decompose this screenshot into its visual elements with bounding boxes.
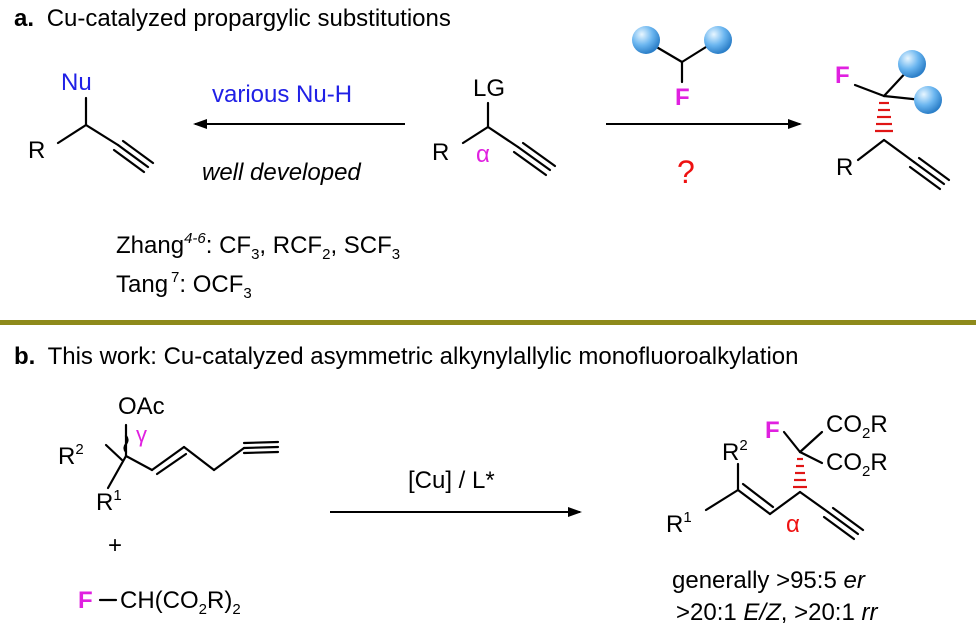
alpha-label-b: α xyxy=(786,511,800,538)
nu-product-structure xyxy=(56,96,155,174)
panel-b-title: This work: Cu-catalyzed asymmetric alkyn… xyxy=(48,343,799,370)
section-divider xyxy=(0,320,976,325)
reagent-b-f: F xyxy=(78,587,93,614)
sphere-icon xyxy=(898,50,926,78)
sphere-icon xyxy=(632,26,660,54)
left-reagent: various Nu-H xyxy=(212,81,352,108)
r1-label: R1 xyxy=(96,487,122,516)
alpha-label-a: α xyxy=(476,141,490,168)
selectivity-er: generally >95:5 er xyxy=(672,567,866,594)
fluoro-reagent-sketch xyxy=(632,26,732,84)
panel-b-heading: b. This work: Cu-catalyzed asymmetric al… xyxy=(14,343,798,370)
alkynylallylic-product-structure xyxy=(704,430,865,541)
plus-sign: + xyxy=(108,532,122,559)
panel-b-label: b. xyxy=(14,343,35,370)
sphere-icon xyxy=(914,86,942,114)
product-b-f: F xyxy=(765,417,780,444)
reagent-b-formula: CH(CO2R)2 xyxy=(120,587,241,618)
nu-label: Nu xyxy=(61,69,92,96)
conditions-label: [Cu] / L* xyxy=(408,467,495,494)
substrate-structure xyxy=(461,101,557,177)
ref-zhang: Zhang4-6: CF3, RCF2, SCF3 xyxy=(116,230,400,263)
co2r-lower: CO2R xyxy=(826,449,888,480)
target-product-structure xyxy=(853,50,951,191)
panel-a-title: Cu-catalyzed propargylic substitutions xyxy=(47,5,451,32)
dienyne-substrate-structure xyxy=(104,423,280,490)
r1-label-product: R1 xyxy=(666,509,692,538)
selectivity-ez-rr: >20:1 E/Z, >20:1 rr xyxy=(676,599,878,626)
reagent-f-label: F xyxy=(675,84,690,111)
r2-label: R2 xyxy=(58,441,84,470)
gamma-label: γ xyxy=(136,422,147,447)
co2r-upper: CO2R xyxy=(826,411,888,442)
oac-label: OAc xyxy=(118,393,165,420)
left-condition: well developed xyxy=(202,159,361,186)
sphere-icon xyxy=(704,26,732,54)
question-mark: ? xyxy=(677,154,695,190)
panel-a-heading: a. Cu-catalyzed propargylic substitution… xyxy=(14,5,451,32)
r-label-right: R xyxy=(836,154,853,181)
r-label-left: R xyxy=(28,137,45,164)
product-f-label: F xyxy=(835,62,850,89)
lg-label: LG xyxy=(473,75,505,102)
r-label-center: R xyxy=(432,139,449,166)
panel-a-label: a. xyxy=(14,5,34,32)
r2-label-product: R2 xyxy=(722,437,748,466)
